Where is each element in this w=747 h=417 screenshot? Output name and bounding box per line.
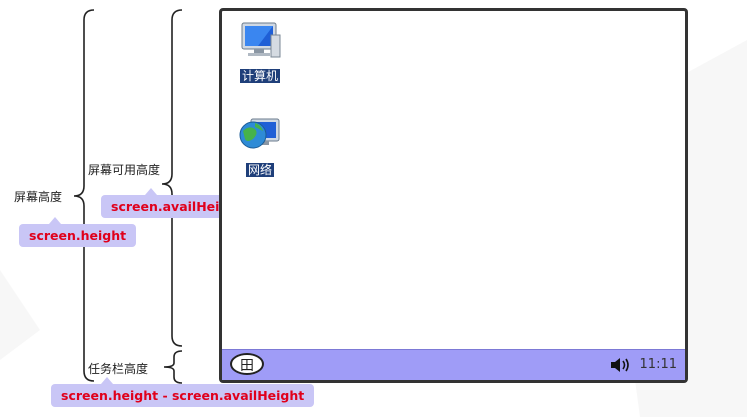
screen-height-brace [73, 9, 95, 382]
screen-height-label: 屏幕高度 [14, 190, 63, 204]
screen-height-tag: screen.height [19, 217, 137, 247]
avail-height-brace [161, 9, 183, 347]
network-globe-icon [239, 118, 280, 149]
screen-mockup: 计算机 网络 田 11:11 [219, 8, 688, 383]
speaker-icon[interactable] [609, 356, 633, 374]
taskbar: 田 11:11 [222, 349, 685, 380]
taskbar-height-label: 任务栏高度 [88, 362, 149, 376]
avail-height-tag: screen.availHeight [101, 188, 254, 218]
taskbar-height-tag-text: screen.height - screen.availHeight [61, 388, 305, 403]
tag-pointer [49, 217, 61, 224]
screen-height-tag-text: screen.height [29, 228, 127, 243]
tag-pointer [101, 377, 113, 384]
avail-height-tag-text: screen.availHeight [111, 199, 244, 214]
desktop-icon-label: 网络 [245, 163, 274, 177]
start-button[interactable]: 田 [230, 353, 264, 375]
computer-icon [241, 22, 281, 58]
desktop-icon-label: 计算机 [239, 69, 280, 83]
taskbar-height-brace [163, 350, 183, 384]
desktop-icon-network[interactable]: 网络 [230, 113, 290, 178]
taskbar-height-tag: screen.height - screen.availHeight [51, 377, 315, 407]
tag-pointer [145, 188, 157, 195]
avail-height-label: 屏幕可用高度 [88, 163, 161, 177]
taskbar-clock[interactable]: 11:11 [639, 357, 677, 372]
desktop-icon-computer[interactable]: 计算机 [230, 21, 290, 84]
